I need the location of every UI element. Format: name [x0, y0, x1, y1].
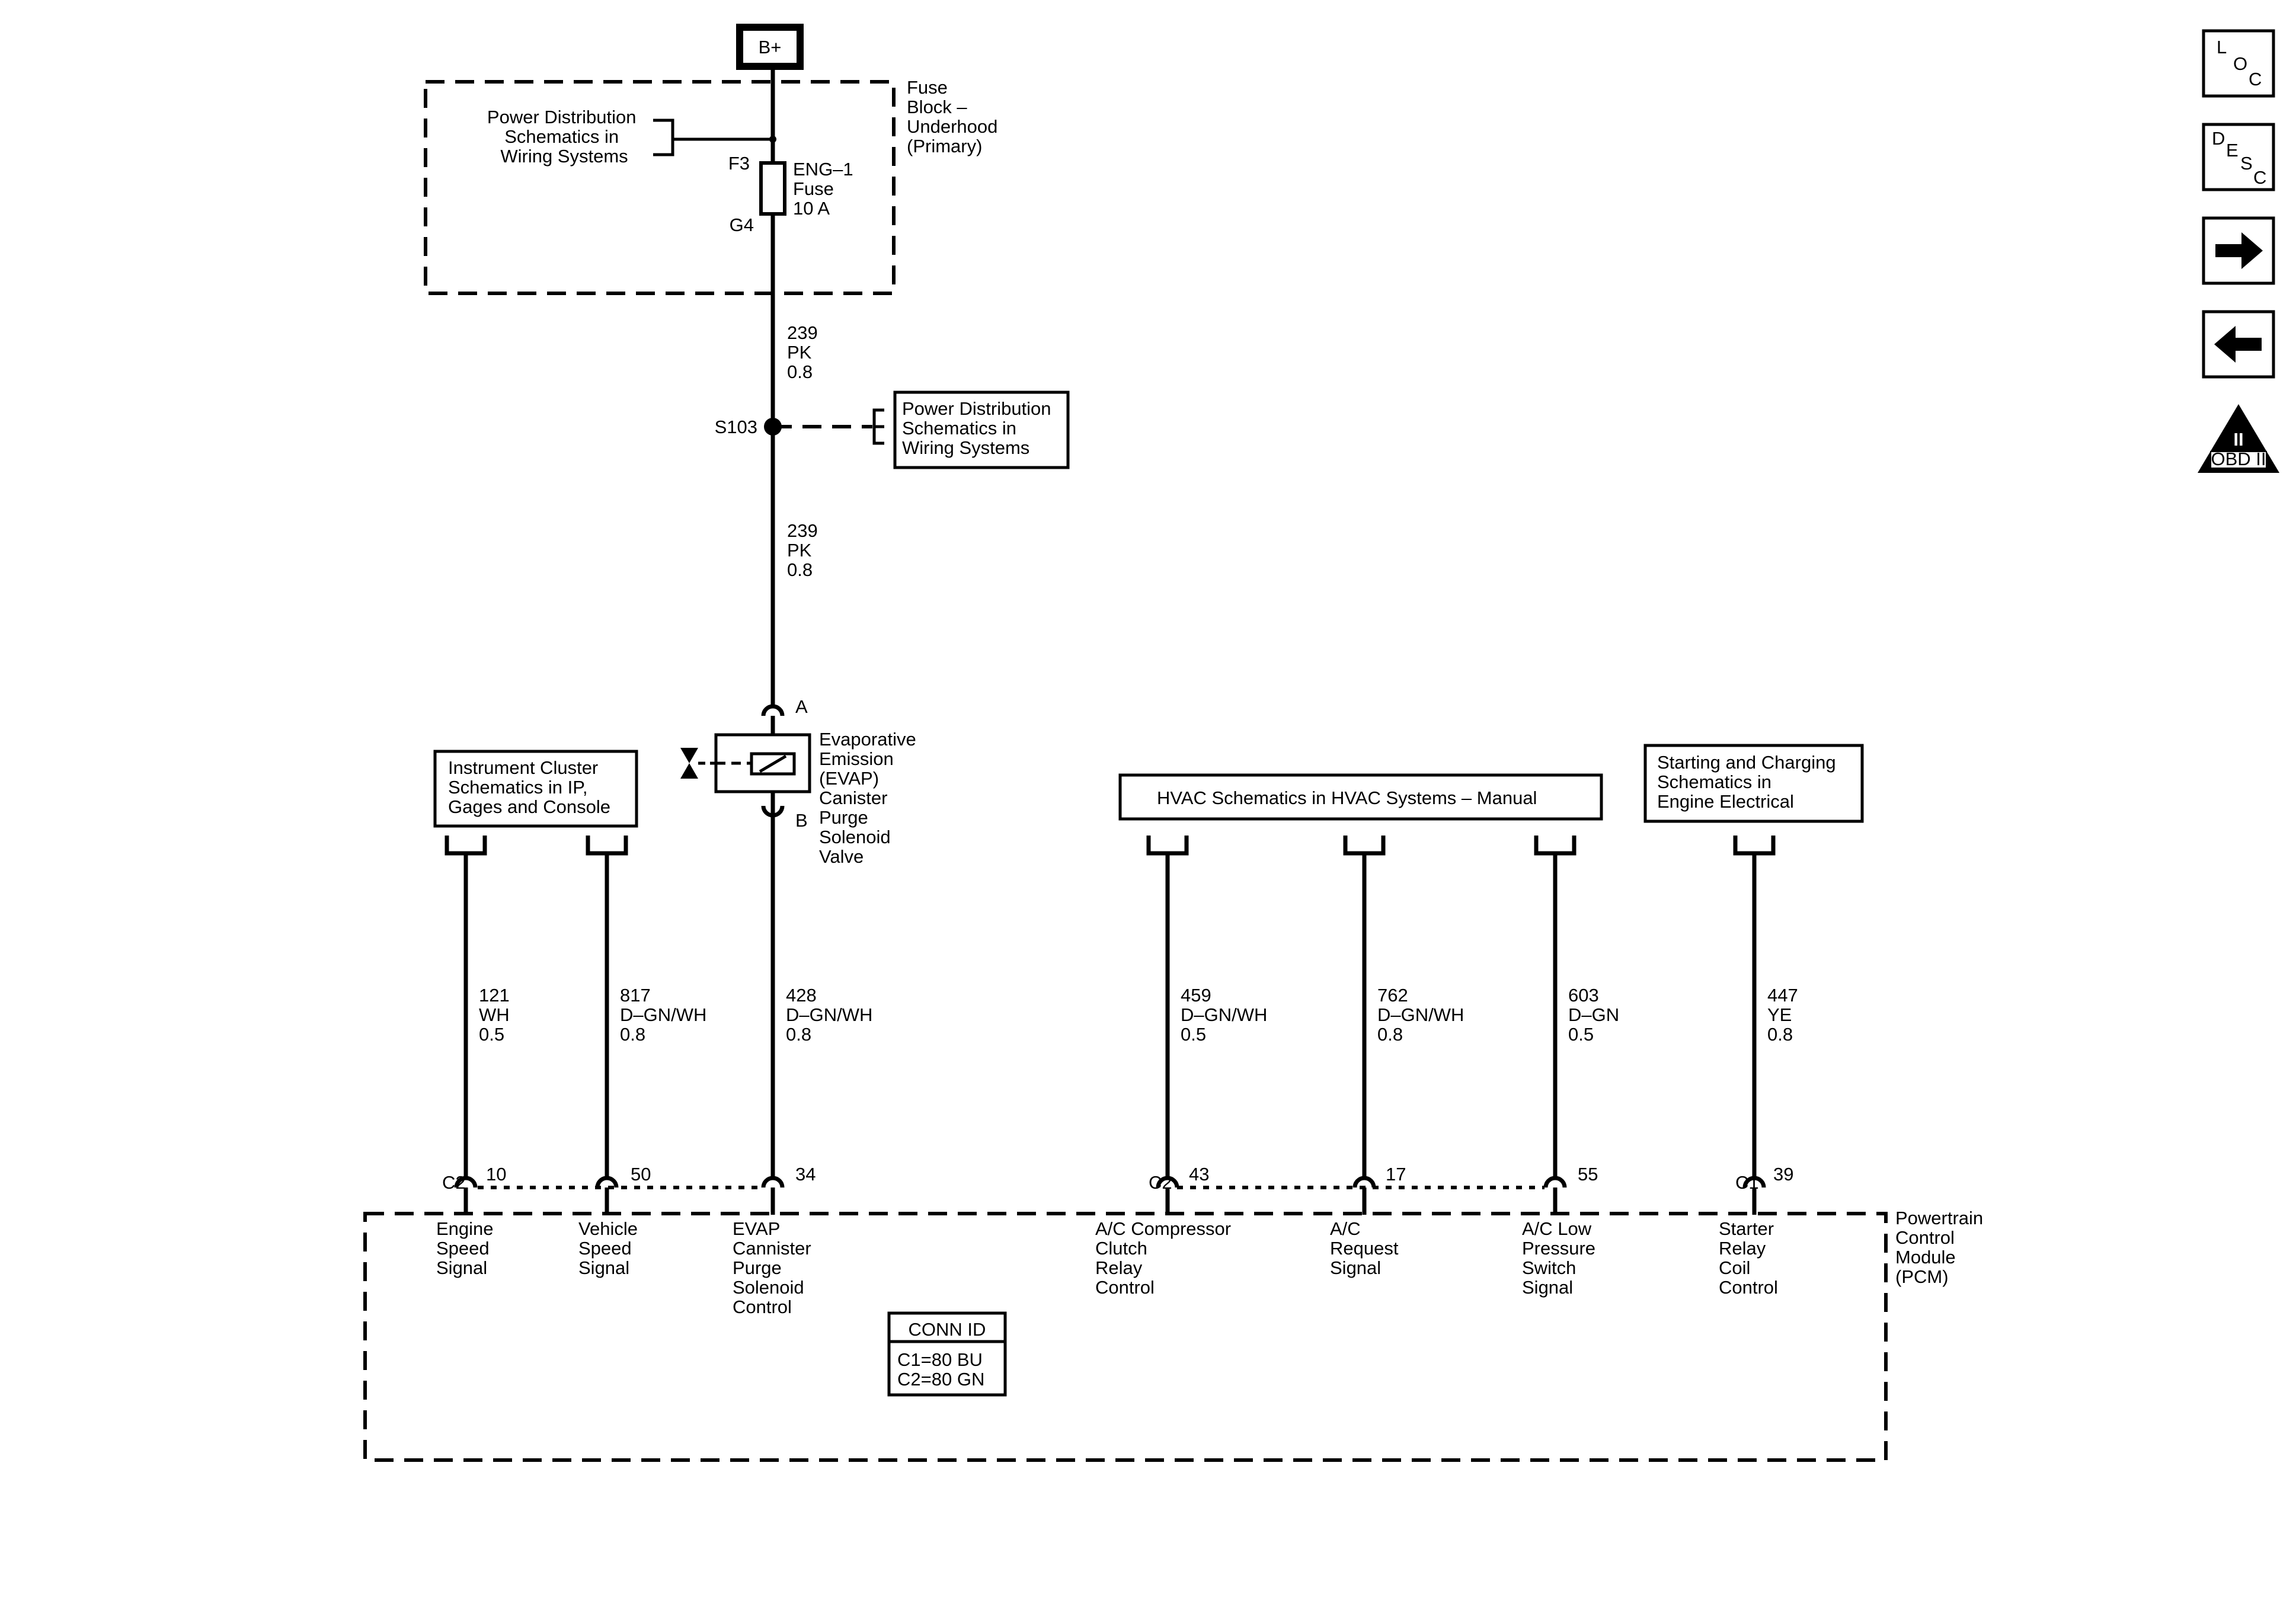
svg-text:O: O [2233, 53, 2247, 74]
svg-text:Starting and Charging Sc: Starting and Charging Schematics in Engi… [1657, 752, 1841, 812]
nav-back-button[interactable] [2202, 310, 2275, 379]
connector-cap [586, 836, 628, 856]
svg-text:OBD II: OBD II [2211, 449, 2266, 469]
arrow-left-icon [2214, 326, 2262, 363]
pin-number: 39 [1773, 1164, 1793, 1185]
connector-cap [1343, 836, 1386, 856]
nav-loc-button[interactable]: L O C [2202, 29, 2275, 98]
fuse-block: Fuse Block – Underhood (Primary) Power D… [424, 77, 1003, 295]
solenoid-label: Evaporative Emission (EVAP) Canister Pur… [819, 729, 921, 867]
svg-text:D: D [2212, 128, 2225, 149]
connector-cap [1146, 836, 1189, 856]
svg-text:II: II [2233, 429, 2243, 450]
battery-label: B+ [759, 37, 782, 57]
solenoid-pin-a: A [795, 696, 808, 717]
pcm-pin-terminal [761, 1176, 785, 1188]
conn-id-table [887, 1311, 1007, 1397]
pin-number: 43 [1189, 1164, 1209, 1185]
connector-cap [1733, 836, 1776, 856]
pcm-module: Powertrain Control Module (PCM) CONN ID … [363, 1208, 1988, 1462]
pin-number: 17 [1386, 1164, 1406, 1185]
connector-id: C2 [1149, 1172, 1172, 1193]
fuse-block-ref-text: Power Distribution Schematics in Wiring … [487, 107, 641, 167]
nav-forward-button[interactable] [2202, 216, 2275, 285]
solenoid-pin-b: B [795, 810, 808, 831]
svg-text:HVAC Schematics in HVAC System: HVAC Schematics in HVAC Systems – Manual [1157, 788, 1537, 808]
fuse-output-terminal: G4 [730, 215, 754, 235]
ref-hvac: HVAC Schematics in HVAC Systems – Manual [1118, 773, 1603, 821]
pcm-pin-terminal [1156, 1176, 1179, 1188]
fuse-block-label: Fuse Block – Underhood (Primary) [907, 77, 1003, 156]
connector-id: C1 [1735, 1172, 1759, 1193]
wire-mid-label: 239 PK 0.8 [787, 520, 823, 580]
connector-cap [1534, 836, 1576, 856]
pcm-pin-terminal [1742, 1176, 1766, 1188]
pcm-pin-terminal [1543, 1176, 1567, 1188]
solenoid-coil [750, 752, 796, 776]
pcm-pin-terminal [454, 1176, 478, 1188]
svg-text:C: C [2253, 167, 2266, 188]
svg-text:C: C [2249, 69, 2262, 89]
fuse-symbol [759, 161, 786, 216]
obd-ii-badge[interactable]: II OBD II [2198, 404, 2279, 473]
arrow-right-icon [2215, 232, 2263, 269]
svg-text:S: S [2240, 153, 2253, 174]
connector-id: C2 [442, 1172, 466, 1193]
conn-id-lines: C1=80 BU C2=80 GN [897, 1349, 988, 1390]
nav-desc-button[interactable]: D E S C [2202, 123, 2275, 191]
splice-name: S103 [715, 417, 757, 437]
ref-starting-charging: Starting and Charging Schematics in Engi… [1643, 744, 1864, 823]
ref-instrument-cluster: Instrument Cluster Schematics in IP, Gag… [433, 750, 638, 828]
fuse-name: ENG–1 Fuse 10 A [793, 159, 858, 219]
pin-number: 10 [486, 1164, 506, 1185]
splice-ref-text: Power Distribution Schematics in Wiring … [902, 398, 1056, 458]
fuse-input-terminal: F3 [728, 153, 750, 174]
conn-id-title: CONN ID [909, 1319, 986, 1340]
pin-number: 55 [1578, 1164, 1598, 1185]
pcm-pin-terminal [1352, 1176, 1376, 1188]
valve-icon [680, 748, 698, 779]
connector-cap [445, 836, 487, 856]
pin-number: 50 [631, 1164, 651, 1185]
wire-upper-label: 239 PK 0.8 [787, 322, 823, 382]
evap-solenoid: A B Evaporative Emission (EVAP) Canister… [680, 696, 921, 867]
splice-s103: S103 Power Distribution Schematics in Wi… [715, 391, 1070, 469]
svg-text:E: E [2226, 140, 2239, 161]
svg-text:Instrument Cluster Schem: Instrument Cluster Schematics in IP, Gag… [448, 757, 610, 817]
pcm-label: Powertrain Control Module (PCM) [1895, 1208, 1988, 1287]
battery-terminal: B+ [736, 24, 804, 70]
svg-text:L: L [2217, 37, 2227, 57]
pcm-pin-terminal [595, 1176, 619, 1188]
pin-number: 34 [795, 1164, 816, 1185]
